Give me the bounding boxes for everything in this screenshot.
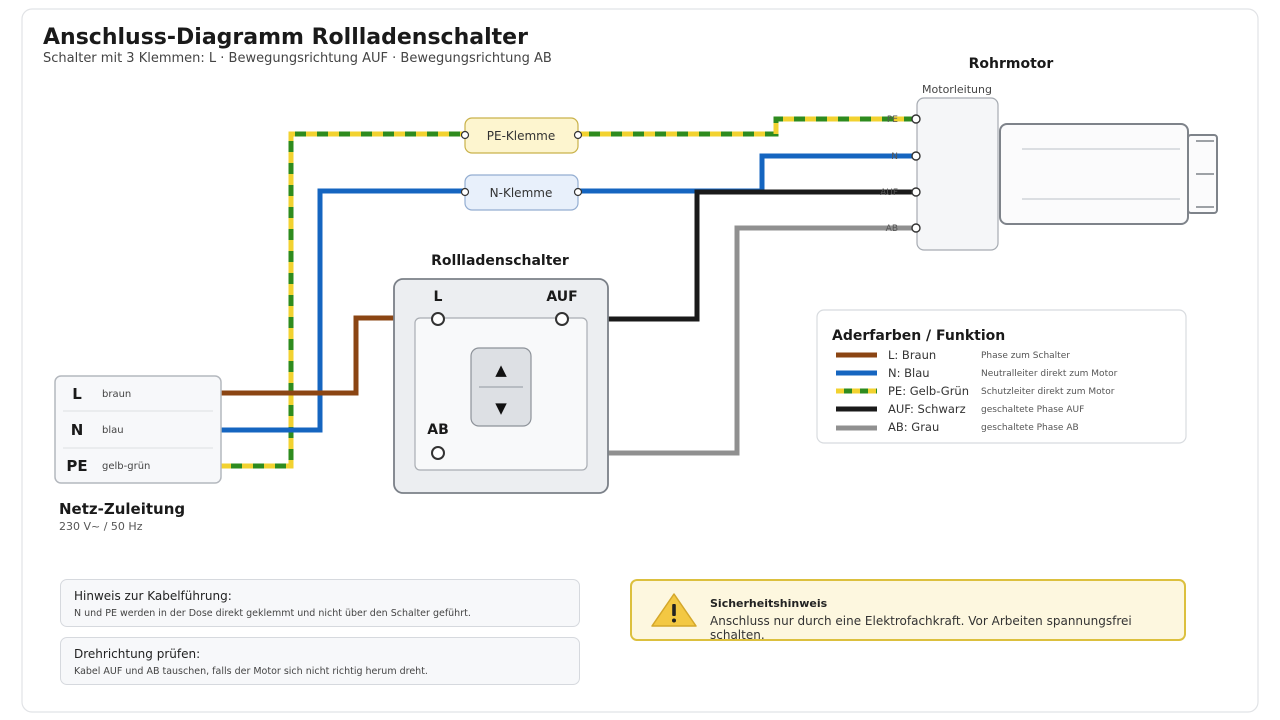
page-subtitle: Schalter mit 3 Klemmen: L · Bewegungsric… bbox=[43, 51, 552, 66]
legend: Aderfarben / Funktion L: Braun Phase zum… bbox=[816, 309, 1187, 444]
wire-n bbox=[220, 153, 916, 433]
motor-pin-auf-label: AUF bbox=[880, 188, 898, 198]
roller-shutter-switch: L AUF AB ▲ ▼ bbox=[393, 278, 609, 494]
legend-label-auf: AUF: Schwarz bbox=[888, 402, 966, 416]
rotation-note: Drehrichtung prüfen: Kabel AUF und AB ta… bbox=[60, 637, 580, 685]
legend-label-ab: AB: Grau bbox=[888, 420, 939, 434]
motor-connector: PE N AUF AB bbox=[880, 97, 999, 251]
legend-desc-ab: geschaltete Phase AB bbox=[981, 423, 1079, 433]
cable-routing-note: Hinweis zur Kabelführung: N und PE werde… bbox=[60, 579, 580, 627]
supply-key-pe: PE bbox=[66, 457, 87, 475]
legend-desc-l: Phase zum Schalter bbox=[981, 351, 1070, 361]
legend-title: Aderfarben / Funktion bbox=[832, 328, 1005, 344]
supply-box: L braun N blau PE gelb-grün bbox=[54, 375, 222, 484]
legend-desc-pe: Schutzleiter direkt zum Motor bbox=[981, 387, 1115, 397]
legend-label-l: L: Braun bbox=[888, 348, 936, 362]
supply-color-n: blau bbox=[102, 425, 124, 436]
motor-pin-ab-label: AB bbox=[886, 224, 898, 234]
legend-desc-auf: geschaltete Phase AUF bbox=[981, 405, 1084, 415]
n-terminal-label: N-Klemme bbox=[490, 186, 553, 200]
down-arrow-icon: ▼ bbox=[495, 399, 507, 417]
n-terminal: N-Klemme bbox=[460, 174, 583, 211]
switch-terminal-l bbox=[431, 312, 445, 326]
supply-key-l: L bbox=[72, 385, 82, 403]
switch-title: Rollladenschalter bbox=[431, 253, 569, 269]
switch-terminal-ab bbox=[431, 446, 445, 460]
supply-color-l: braun bbox=[102, 389, 131, 400]
supply-title: Netz-Zuleitung bbox=[59, 500, 185, 518]
wire-auf bbox=[563, 189, 916, 322]
up-arrow-icon: ▲ bbox=[495, 361, 507, 379]
safety-warning-title: Sicherheitshinweis bbox=[710, 597, 828, 610]
cable-routing-note-title: Hinweis zur Kabelführung: bbox=[74, 589, 232, 603]
safety-warning: Sicherheitshinweis Anschluss nur durch e… bbox=[630, 579, 1186, 642]
rocker-button[interactable]: ▲ ▼ bbox=[470, 347, 532, 427]
legend-label-pe: PE: Gelb-Grün bbox=[888, 384, 969, 398]
switch-terminal-auf-label: AUF bbox=[546, 289, 577, 305]
switch-terminal-ab-label: AB bbox=[427, 422, 449, 438]
tube-motor bbox=[999, 123, 1218, 225]
motor-pin-pe-label: PE bbox=[887, 115, 898, 125]
page-title: Anschluss-Diagramm Rollladenschalter bbox=[43, 25, 528, 50]
motor-title: Rohrmotor bbox=[969, 56, 1054, 72]
rotation-note-title: Drehrichtung prüfen: bbox=[74, 647, 201, 661]
wire-pe bbox=[220, 116, 916, 469]
pe-terminal: PE-Klemme bbox=[460, 117, 583, 154]
warning-triangle-icon bbox=[651, 593, 697, 627]
supply-color-pe: gelb-grün bbox=[102, 461, 150, 472]
legend-label-n: N: Blau bbox=[888, 366, 930, 380]
pe-terminal-label: PE-Klemme bbox=[487, 129, 556, 143]
safety-warning-body: Anschluss nur durch eine Elektrofachkraf… bbox=[710, 614, 1132, 642]
legend-desc-n: Neutralleiter direkt zum Motor bbox=[981, 369, 1118, 379]
motor-pin-n-label: N bbox=[891, 152, 898, 162]
rotation-note-body: Kabel AUF und AB tauschen, falls der Mot… bbox=[74, 666, 428, 677]
motor-cable-label: Motorleitung bbox=[922, 83, 992, 96]
switch-terminal-l-label: L bbox=[434, 289, 443, 305]
supply-key-n: N bbox=[71, 421, 84, 439]
switch-terminal-auf bbox=[555, 312, 569, 326]
cable-routing-note-body: N und PE werden in der Dose direkt gekle… bbox=[74, 608, 471, 619]
supply-spec: 230 V~ / 50 Hz bbox=[59, 520, 143, 533]
